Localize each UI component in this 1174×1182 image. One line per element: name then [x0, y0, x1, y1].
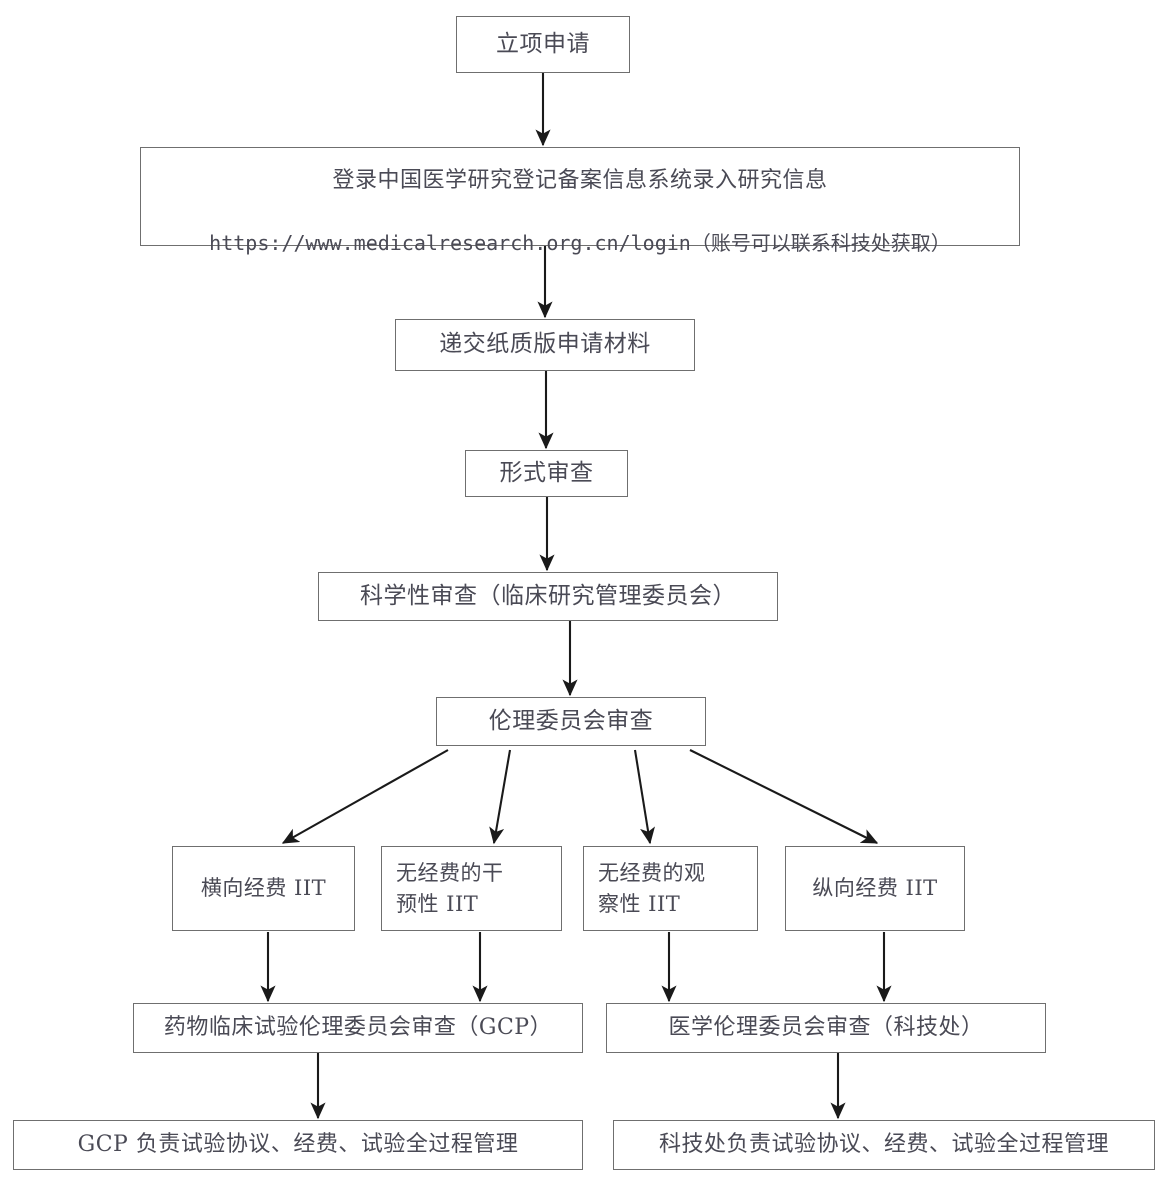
- node-gcp-manage-label: GCP 负责试验协议、经费、试验全过程管理: [77, 1132, 519, 1158]
- node-ethics-review-label: 伦理委员会审查: [488, 707, 654, 734]
- edge-ethics-review-to-iit-vertical: [689, 749, 879, 844]
- node-iit-no-fund-observation-label: 无经费的观 察性 IIT: [598, 861, 706, 916]
- node-formal-review-label: 形式审查: [499, 459, 594, 486]
- node-scientific-review-label: 科学性审查（临床研究管理委员会）: [360, 582, 736, 609]
- node-medical-ethics[interactable]: 医学伦理委员会审查（科技处）: [606, 1003, 1046, 1053]
- node-keji-manage-label: 科技处负责试验协议、经费、试验全过程管理: [658, 1132, 1109, 1158]
- node-iit-no-fund-intervention-label: 无经费的干 预性 IIT: [396, 861, 504, 916]
- node-iit-vertical[interactable]: 纵向经费 IIT: [785, 846, 965, 931]
- node-gcp-manage[interactable]: GCP 负责试验协议、经费、试验全过程管理: [13, 1120, 583, 1170]
- node-register-line1: 登录中国医学研究登记备案信息系统录入研究信息: [332, 167, 828, 193]
- node-iit-no-fund-observation[interactable]: 无经费的观 察性 IIT: [583, 846, 758, 931]
- node-formal-review[interactable]: 形式审查: [465, 450, 628, 497]
- edge-ethics-review-to-iit-horizontal: [281, 749, 449, 844]
- node-gcp-ethics-label: 药物临床试验伦理委员会审查（GCP）: [163, 1015, 553, 1041]
- node-keji-manage[interactable]: 科技处负责试验协议、经费、试验全过程管理: [613, 1120, 1155, 1170]
- node-register[interactable]: 登录中国医学研究登记备案信息系统录入研究信息 https://www.medic…: [140, 147, 1020, 255]
- node-paper-materials[interactable]: 递交纸质版申请材料: [395, 319, 695, 371]
- node-medical-ethics-label: 医学伦理委员会审查（科技处）: [668, 1015, 984, 1041]
- node-gcp-ethics[interactable]: 药物临床试验伦理委员会审查（GCP）: [133, 1003, 583, 1053]
- edge-ethics-review-to-iit-no-fund-observation: [633, 749, 655, 845]
- node-apply[interactable]: 立项申请: [456, 16, 630, 73]
- node-scientific-review[interactable]: 科学性审查（临床研究管理委员会）: [318, 572, 778, 621]
- node-iit-vertical-label: 纵向经费 IIT: [812, 876, 938, 901]
- node-register-line2: https://www.medicalresearch.org.cn/login…: [209, 231, 951, 256]
- edge-ethics-review-to-iit-no-fund-intervention: [489, 749, 512, 845]
- node-paper-materials-label: 递交纸质版申请材料: [439, 331, 651, 358]
- node-iit-horizontal-label: 横向经费 IIT: [200, 876, 327, 901]
- node-register-label: 登录中国医学研究登记备案信息系统录入研究信息 https://www.medic…: [141, 133, 1019, 261]
- node-apply-label: 立项申请: [496, 30, 590, 57]
- node-iit-no-fund-intervention[interactable]: 无经费的干 预性 IIT: [381, 846, 562, 931]
- node-iit-horizontal[interactable]: 横向经费 IIT: [172, 846, 355, 931]
- node-ethics-review[interactable]: 伦理委员会审查: [436, 697, 706, 746]
